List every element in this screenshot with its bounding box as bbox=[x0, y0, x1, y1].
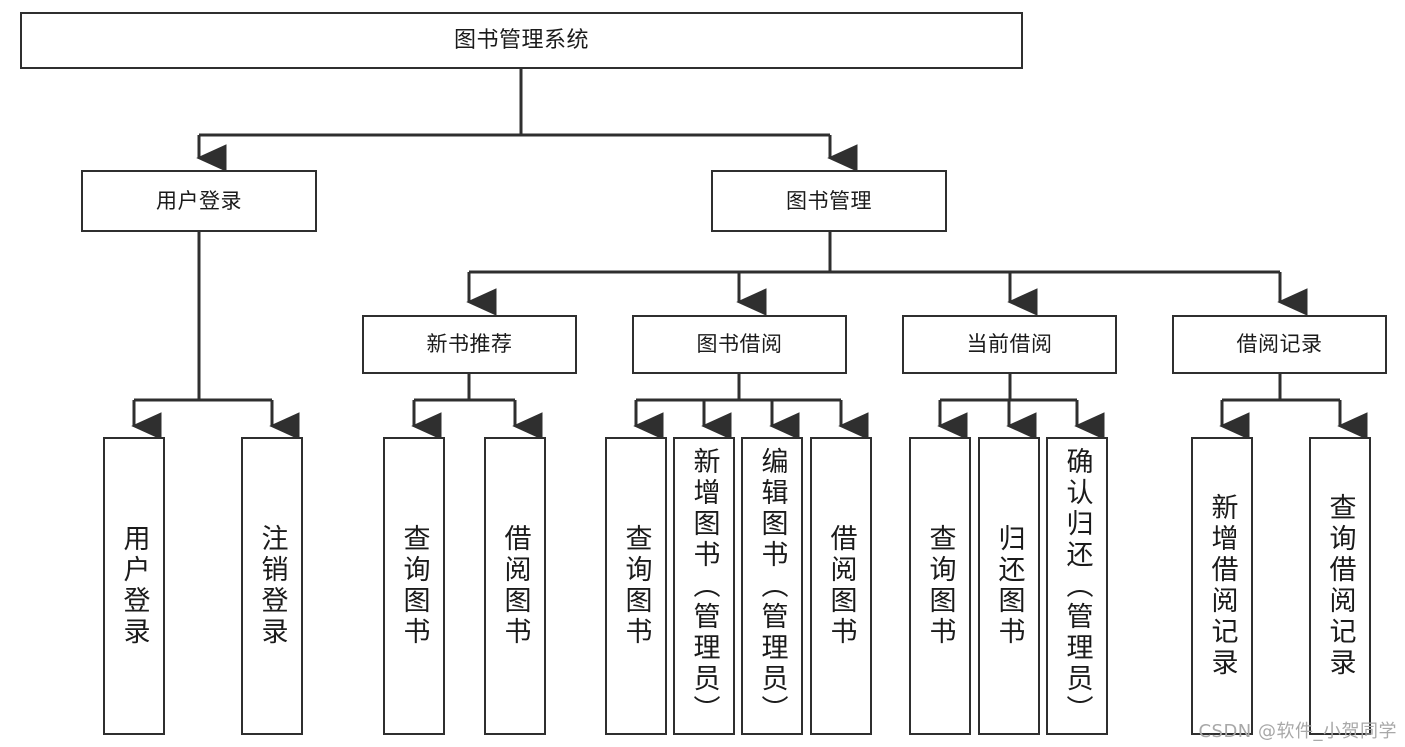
node-label: 注销登录 bbox=[256, 524, 288, 648]
node-leaf-query-record[interactable]: 查询借阅记录 bbox=[1309, 437, 1371, 735]
node-label: 图书借阅 bbox=[696, 332, 783, 357]
node-new-book-recommend[interactable]: 新书推荐 bbox=[362, 315, 577, 374]
node-leaf-query-book-2[interactable]: 查询图书 bbox=[605, 437, 667, 735]
node-leaf-confirm-return[interactable]: 确认归还（管理员） bbox=[1046, 437, 1108, 735]
node-leaf-borrow-book-1[interactable]: 借阅图书 bbox=[484, 437, 546, 735]
node-user-login[interactable]: 用户登录 bbox=[81, 170, 317, 232]
node-leaf-query-book-3[interactable]: 查询图书 bbox=[909, 437, 971, 735]
node-label: 当前借阅 bbox=[966, 332, 1053, 357]
node-leaf-return-book[interactable]: 归还图书 bbox=[978, 437, 1040, 735]
node-root-system[interactable]: 图书管理系统 bbox=[20, 12, 1023, 69]
watermark: CSDN @软件_小贺同学 bbox=[1198, 721, 1397, 742]
node-current-borrow[interactable]: 当前借阅 bbox=[902, 315, 1117, 374]
node-borrow-record[interactable]: 借阅记录 bbox=[1172, 315, 1387, 374]
node-label: 查询图书 bbox=[924, 524, 956, 648]
node-leaf-borrow-book-2[interactable]: 借阅图书 bbox=[810, 437, 872, 735]
node-label: 用户登录 bbox=[156, 188, 242, 213]
node-leaf-add-book[interactable]: 新增图书（管理员） bbox=[673, 437, 735, 735]
node-label: 编辑图书（管理员） bbox=[756, 446, 788, 726]
node-leaf-user-login[interactable]: 用户登录 bbox=[103, 437, 165, 735]
node-label: 用户登录 bbox=[118, 524, 150, 648]
node-leaf-add-record[interactable]: 新增借阅记录 bbox=[1191, 437, 1253, 735]
node-label: 归还图书 bbox=[993, 524, 1025, 648]
node-book-borrow[interactable]: 图书借阅 bbox=[632, 315, 847, 374]
node-label: 查询借阅记录 bbox=[1324, 493, 1356, 679]
node-book-manage[interactable]: 图书管理 bbox=[711, 170, 947, 232]
node-label: 新增图书（管理员） bbox=[688, 446, 720, 726]
node-leaf-logout-login[interactable]: 注销登录 bbox=[241, 437, 303, 735]
node-label: 图书管理系统 bbox=[453, 27, 589, 53]
node-label: 查询图书 bbox=[398, 524, 430, 648]
node-label: 新增借阅记录 bbox=[1206, 493, 1238, 679]
node-label: 新书推荐 bbox=[426, 332, 513, 357]
node-leaf-query-book-1[interactable]: 查询图书 bbox=[383, 437, 445, 735]
node-leaf-edit-book[interactable]: 编辑图书（管理员） bbox=[741, 437, 803, 735]
node-label: 借阅记录 bbox=[1236, 332, 1323, 357]
node-label: 借阅图书 bbox=[825, 524, 857, 648]
node-label: 查询图书 bbox=[620, 524, 652, 648]
node-label: 借阅图书 bbox=[499, 524, 531, 648]
node-label: 图书管理 bbox=[786, 188, 872, 213]
node-label: 确认归还（管理员） bbox=[1061, 446, 1093, 726]
